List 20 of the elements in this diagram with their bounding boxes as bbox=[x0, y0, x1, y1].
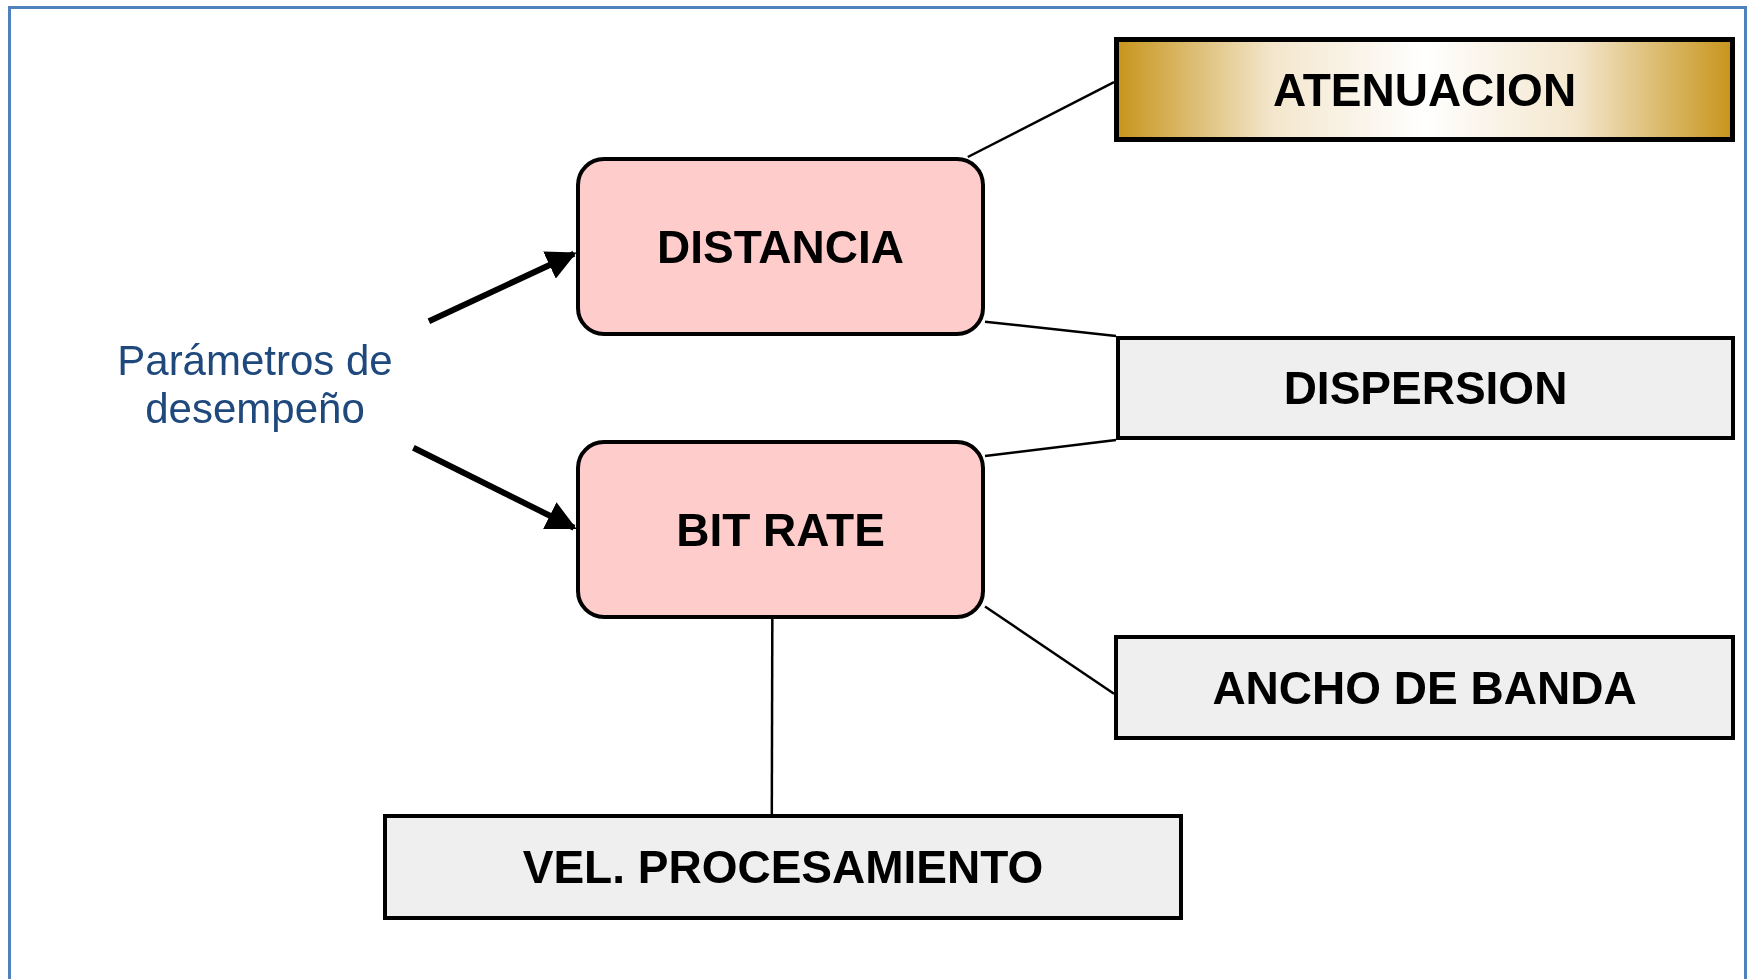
connector-line bbox=[984, 605, 1115, 695]
rounded-box bbox=[576, 157, 985, 336]
arrow bbox=[427, 250, 577, 324]
box-label: DISPERSION bbox=[1283, 361, 1568, 415]
rounded-box bbox=[576, 440, 985, 619]
process-box bbox=[1114, 635, 1735, 740]
connector-line bbox=[984, 438, 1117, 458]
highlighted-box bbox=[1114, 37, 1735, 142]
caption-text: Parámetros de desempeño bbox=[116, 336, 394, 434]
connector-line bbox=[770, 619, 774, 814]
box-label: BIT RATE bbox=[676, 502, 885, 557]
connector-line bbox=[984, 320, 1117, 338]
box-label: DISTANCIA bbox=[657, 219, 904, 274]
arrow bbox=[412, 445, 577, 531]
box-label: ANCHO DE BANDA bbox=[1212, 660, 1637, 715]
process-box bbox=[1116, 336, 1735, 440]
connector-line bbox=[967, 81, 1115, 159]
process-box bbox=[383, 814, 1183, 920]
box-label: ATENUACION bbox=[1272, 62, 1577, 117]
box-label: VEL. PROCESAMIENTO bbox=[522, 840, 1044, 894]
